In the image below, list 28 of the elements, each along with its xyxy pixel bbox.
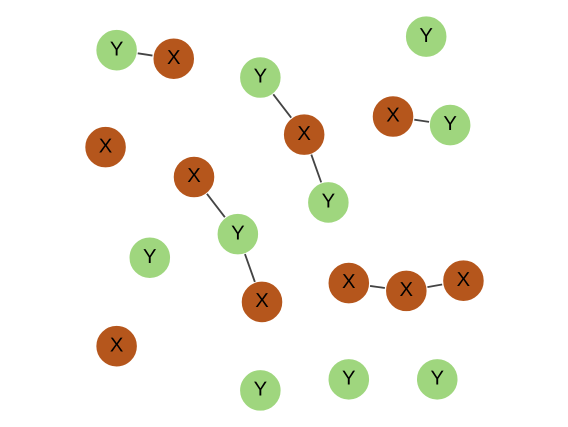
- node-circle: Y: [326, 357, 370, 402]
- node-circle: X: [384, 268, 428, 313]
- node-circle: Y: [127, 236, 172, 280]
- node-circle: X: [440, 258, 486, 303]
- connector: [310, 154, 322, 183]
- node-circle: X: [171, 154, 216, 200]
- node-circle: X: [326, 260, 370, 306]
- node-circle: X: [151, 36, 196, 81]
- connector: [369, 285, 385, 289]
- connector: [137, 52, 152, 56]
- node-circle: Y: [215, 212, 260, 256]
- node-circle: Y: [306, 180, 350, 225]
- node-circle: Y: [238, 55, 282, 100]
- node-circle: X: [370, 94, 415, 139]
- connector: [414, 118, 429, 123]
- node-circle: X: [239, 280, 284, 324]
- node-circle: Y: [404, 14, 448, 59]
- node-circle: Y: [238, 368, 282, 413]
- node-circle: Y: [428, 102, 472, 148]
- node-circle: X: [94, 324, 138, 368]
- connector: [244, 254, 256, 282]
- node-circle: Y: [414, 357, 459, 402]
- connector: [426, 284, 442, 288]
- connector: [206, 193, 226, 218]
- node-circle: X: [82, 125, 128, 170]
- node-circle: Y: [94, 28, 138, 72]
- node-circle: X: [282, 112, 326, 157]
- connector: [272, 94, 292, 118]
